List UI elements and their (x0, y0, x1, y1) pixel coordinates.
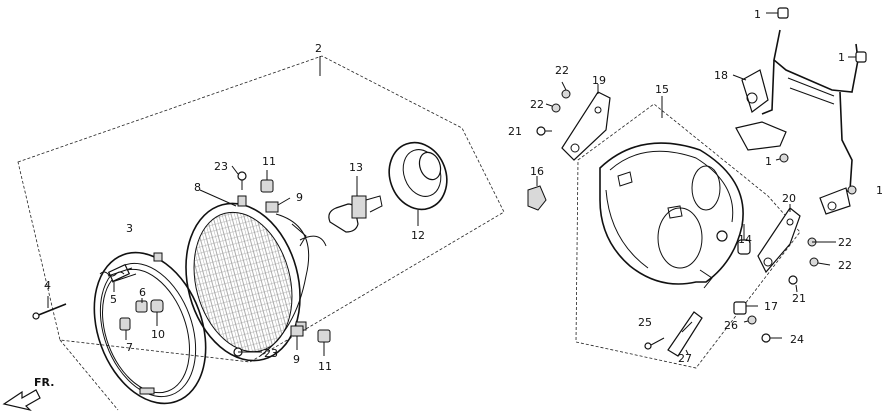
screw-upper (237, 171, 247, 190)
screw (32, 296, 67, 320)
callout-27: 27 (678, 352, 692, 365)
leader-23-upper (231, 165, 239, 175)
callout-25: 25 (638, 316, 652, 329)
bolt-1-right-upper (848, 51, 867, 63)
collar (737, 224, 751, 255)
bolt-22-d (809, 257, 831, 267)
assembly-boundary-left-tail (59, 339, 119, 411)
callout-18: 18 (714, 69, 728, 82)
callout-24: 24 (790, 333, 804, 346)
grommet (733, 301, 758, 315)
mounting-bracket-left (561, 84, 611, 161)
callout-1-right-upper: 1 (838, 51, 845, 64)
callout-7: 7 (126, 341, 133, 354)
callout-21-right: 21 (792, 292, 806, 305)
callout-22-d: 22 (838, 259, 852, 272)
front-direction-label: FR. (34, 376, 54, 389)
callout-21-left: 21 (508, 125, 522, 138)
callout-5: 5 (110, 293, 117, 306)
headlight-rim (93, 251, 207, 405)
callout-11-upper: 11 (262, 155, 276, 168)
screw-lower (233, 347, 262, 357)
bolt-22-a (561, 81, 571, 99)
callout-17: 17 (764, 300, 778, 313)
mounting-bracket-right (757, 204, 801, 274)
bolt-22-b (545, 103, 561, 113)
rim-clip (119, 317, 131, 340)
reflector-band (667, 311, 703, 357)
clip-9-lower (290, 325, 304, 350)
callout-11-lower: 11 (318, 360, 332, 373)
callout-8: 8 (194, 181, 201, 194)
callout-22-c: 22 (838, 236, 852, 249)
headlight-case (599, 142, 744, 289)
callout-9-upper: 9 (296, 191, 303, 204)
headlight-stay (732, 29, 859, 215)
callout-14: 14 (738, 233, 752, 246)
bolt-21-right (788, 275, 798, 293)
bulb-cover (388, 141, 448, 226)
adjuster-nut (135, 298, 148, 313)
callout-26: 26 (724, 319, 738, 332)
rubber-mount (527, 176, 547, 211)
callout-1-mid: 1 (765, 155, 772, 168)
callout-9-lower: 9 (293, 353, 300, 366)
adjuster-spring (99, 271, 125, 292)
headlight-bulb (328, 176, 383, 233)
bolt-1-right-lower (847, 185, 857, 195)
nut-11-upper (260, 170, 274, 193)
callout-13: 13 (349, 161, 363, 174)
callout-16: 16 (530, 165, 544, 178)
callout-12: 12 (411, 229, 425, 242)
front-direction-arrow (2, 389, 41, 412)
callout-22-b: 22 (530, 98, 544, 111)
callout-1-top: 1 (754, 8, 761, 21)
bolt-1-top (766, 7, 789, 19)
screw-25 (644, 337, 665, 350)
callout-3: 3 (126, 222, 133, 235)
callout-22-a: 22 (555, 64, 569, 77)
sealed-beam-unit (185, 189, 327, 362)
callout-6: 6 (139, 286, 146, 299)
bolt-1-mid (775, 153, 789, 163)
callout-1-right-lower: 1 (876, 184, 883, 197)
bolt-24 (761, 333, 782, 343)
clip-9-upper (265, 197, 291, 213)
nut-26 (743, 315, 757, 325)
assembly-boundary-left (17, 55, 505, 363)
callout-2: 2 (315, 42, 322, 55)
callout-23-lower: 23 (264, 347, 278, 360)
callout-10: 10 (151, 328, 165, 341)
callout-20: 20 (782, 192, 796, 205)
callout-19: 19 (592, 74, 606, 87)
clip-nut (150, 299, 164, 326)
callout-23-upper: 23 (214, 160, 228, 173)
bolt-21-left (536, 126, 552, 136)
nut-11-lower (317, 329, 331, 356)
callout-4: 4 (44, 279, 51, 292)
callout-15: 15 (655, 83, 669, 96)
